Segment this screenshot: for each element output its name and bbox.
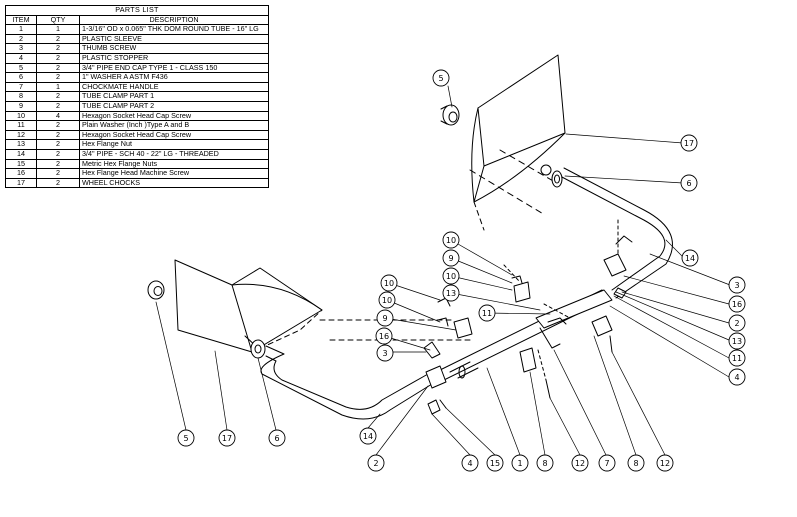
- balloon-label: 17: [684, 139, 694, 148]
- balloon-label: 17: [222, 434, 232, 443]
- balloon-item: 10: [442, 231, 460, 249]
- balloon-item: 2: [728, 314, 746, 332]
- balloon-item: 1: [511, 454, 529, 472]
- balloon-label: 4: [467, 459, 472, 468]
- chockmate-handle: [535, 289, 613, 349]
- balloon-item: 16: [728, 295, 746, 313]
- balloon-item: 7: [598, 454, 616, 472]
- balloon-item: 12: [656, 454, 674, 472]
- balloon-item: 10: [380, 274, 398, 292]
- balloon-item: 13: [728, 332, 746, 350]
- bent-pipe-left: [260, 345, 433, 420]
- balloon-item: 5: [432, 69, 450, 87]
- balloon-item: 9: [442, 249, 460, 267]
- balloon-label: 5: [438, 74, 443, 83]
- balloon-label: 10: [446, 236, 456, 245]
- pipe-end-cap-lower: [147, 280, 165, 300]
- balloon-label: 12: [575, 459, 585, 468]
- leader-lines: [155, 85, 731, 456]
- balloon-item: 16: [375, 327, 393, 345]
- balloon-item: 14: [359, 427, 377, 445]
- balloon-label: 11: [482, 309, 492, 318]
- balloon-item: 6: [680, 174, 698, 192]
- balloon-label: 8: [633, 459, 638, 468]
- balloon-item: 10: [442, 267, 460, 285]
- cell-desc: WHEEL CHOCKS: [79, 177, 269, 189]
- balloon-label: 10: [384, 279, 394, 288]
- balloon-item: 15: [486, 454, 504, 472]
- balloon-item: 17: [680, 134, 698, 152]
- balloon-item: 13: [442, 284, 460, 302]
- balloon-label: 1: [517, 459, 522, 468]
- bent-pipe-right: [540, 164, 673, 299]
- balloon-label: 13: [446, 289, 456, 298]
- wheel-chock-left: [174, 259, 323, 353]
- balloon-item: 2: [367, 454, 385, 472]
- balloon-item: 9: [376, 309, 394, 327]
- balloon-label: 2: [373, 459, 378, 468]
- balloon-item: 17: [218, 429, 236, 447]
- balloon-label: 9: [448, 254, 453, 263]
- balloon-item: 6: [268, 429, 286, 447]
- balloon-label: 15: [490, 459, 500, 468]
- balloon-item: 4: [461, 454, 479, 472]
- balloon-item: 14: [681, 249, 699, 267]
- pipe-end-cap-upper: [440, 104, 460, 126]
- balloon-label: 11: [732, 354, 742, 363]
- balloon-label: 16: [379, 332, 389, 341]
- balloon-label: 12: [660, 459, 670, 468]
- balloon-item: 11: [728, 349, 746, 367]
- balloon-item: 3: [728, 276, 746, 294]
- balloon-label: 4: [734, 373, 739, 382]
- balloon-label: 6: [686, 179, 691, 188]
- balloon-label: 9: [382, 314, 387, 323]
- balloon-label: 8: [542, 459, 547, 468]
- balloon-label: 14: [685, 254, 695, 263]
- balloon-label: 6: [274, 434, 279, 443]
- balloon-label: 3: [734, 281, 739, 290]
- balloon-label: 10: [446, 272, 456, 281]
- washer-lower: [250, 339, 266, 359]
- balloon-item: 11: [478, 304, 496, 322]
- balloon-label: 14: [363, 432, 373, 441]
- balloon-label: 5: [183, 434, 188, 443]
- balloon-item: 12: [571, 454, 589, 472]
- balloon-label: 13: [732, 337, 742, 346]
- balloon-item: 3: [376, 344, 394, 362]
- balloon-label: 3: [382, 349, 387, 358]
- balloon-item: 4: [728, 368, 746, 386]
- clamp-hardware: [319, 219, 633, 415]
- balloon-label: 2: [734, 319, 739, 328]
- balloon-item: 8: [627, 454, 645, 472]
- balloon-label: 7: [604, 459, 609, 468]
- balloon-item: 10: [378, 291, 396, 309]
- balloon-label: 16: [732, 300, 742, 309]
- balloon-label: 10: [382, 296, 392, 305]
- balloon-item: 5: [177, 429, 195, 447]
- balloon-item: 8: [536, 454, 554, 472]
- wheel-chock-right: [469, 54, 566, 231]
